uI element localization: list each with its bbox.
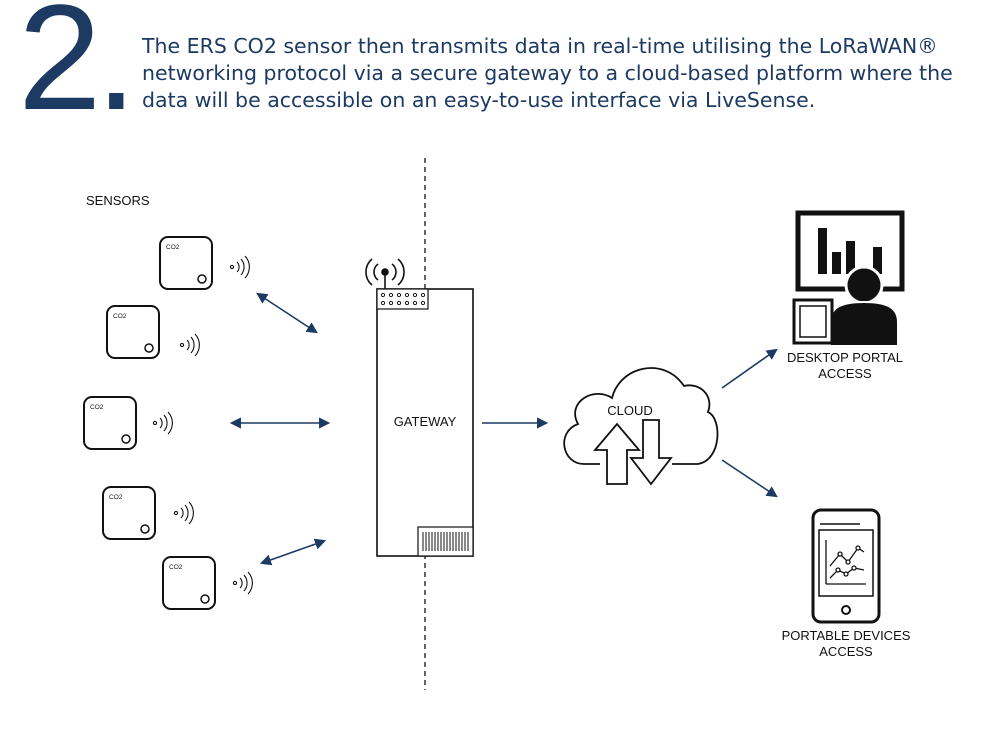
step-description: The ERS CO2 sensor then transmits data i… (142, 34, 953, 112)
upload-arrow-icon (593, 422, 641, 485)
desktop-portal-label: DESKTOP PORTAL ACCESS (770, 350, 920, 382)
gateway-label: GATEWAY (393, 414, 457, 429)
portable-label-line2: ACCESS (819, 644, 873, 659)
sensor-gateway-arrow (256, 292, 318, 334)
cloud-label: CLOUD (607, 403, 653, 418)
download-arrow-icon (629, 419, 673, 486)
antenna-icon (365, 258, 405, 289)
cloud-desktop-arrow (721, 348, 778, 389)
user-icon (829, 265, 899, 347)
co2-sensor-icon (162, 556, 216, 610)
co2-sensor-icon (102, 486, 156, 540)
sensor-co2-label: CO2 (166, 244, 180, 251)
wifi-signal-icon (152, 255, 253, 595)
smartphone-icon (811, 508, 881, 624)
portable-label-line1: PORTABLE DEVICES (781, 628, 911, 643)
line-chart-icon (825, 540, 866, 585)
tablet-icon (792, 298, 834, 345)
sensor-gateway-arrow (259, 538, 327, 566)
portable-devices-label: PORTABLE DEVICES ACCESS (766, 628, 926, 660)
cloud-portable-arrow (721, 459, 778, 498)
sensor-co2-label: CO2 (169, 564, 183, 571)
sensors-title: SENSORS (86, 193, 150, 208)
desktop-label-line2: ACCESS (818, 366, 872, 381)
desktop-label-line1: DESKTOP PORTAL (786, 350, 904, 365)
step-number: 2. (18, 0, 137, 141)
gateway-device (376, 288, 474, 557)
co2-sensor-icon (159, 236, 213, 290)
co2-sensor-icon (83, 396, 137, 450)
sensor-co2-label: CO2 (109, 494, 123, 501)
sensor-co2-label: CO2 (113, 313, 127, 320)
co2-sensor-icon (106, 305, 160, 359)
sensor-co2-label: CO2 (90, 404, 104, 411)
